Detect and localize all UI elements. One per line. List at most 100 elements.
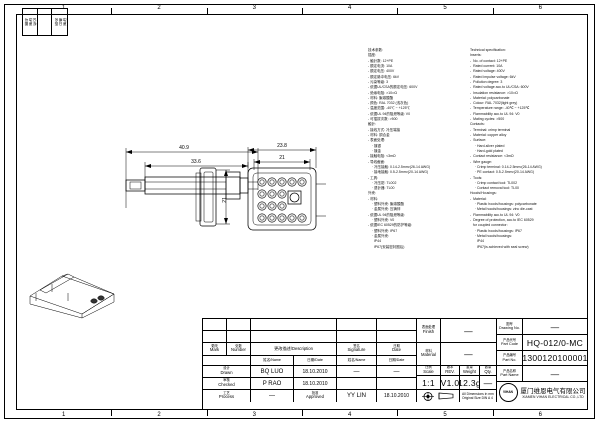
specification-english: Technical specification: Inserts: - No. … bbox=[470, 48, 542, 249]
part-no-value-text: 1300120100001 bbox=[523, 353, 587, 363]
part-code-en: Part Code bbox=[500, 342, 519, 347]
row-approved-role: 批准 Approved bbox=[294, 390, 337, 402]
rev-header-en: REV. bbox=[445, 368, 455, 374]
rev-num-blank-2 bbox=[227, 331, 251, 343]
drawing-no-label: 图号 Drawing No. bbox=[497, 319, 523, 335]
scale-value-text: 1:1 bbox=[422, 377, 435, 388]
rev-header-cn: 版本 bbox=[446, 366, 454, 370]
zone-number-bottom-4: 4 bbox=[347, 412, 352, 418]
approved-name-value: YY LIN bbox=[347, 393, 366, 399]
corner-cell-0-label: 图号 更改 标记 bbox=[23, 18, 36, 26]
rev-date-cn: 日期 bbox=[393, 343, 400, 348]
pin-bore bbox=[269, 203, 275, 209]
rev-date-header: 日期 Date bbox=[377, 343, 417, 356]
approved-blank-date bbox=[377, 378, 417, 390]
row-drawn-role-cn: 设计 bbox=[223, 366, 230, 371]
part-name-cn: 产品名称 bbox=[502, 368, 517, 373]
qty-header-en: Qty. bbox=[484, 368, 492, 374]
row-checked-role: 审核 Checked bbox=[203, 378, 251, 390]
zone-number-bottom-1: 1 bbox=[61, 412, 66, 418]
pin-bore bbox=[259, 203, 265, 209]
rev-desc-blank-1 bbox=[251, 319, 337, 331]
finish-label-cn: 表面处理 bbox=[421, 325, 436, 330]
zone-tick bbox=[111, 8, 113, 14]
dim-21-width: 21 bbox=[279, 155, 285, 161]
row-drawn-role: 设计 Drawn bbox=[203, 366, 251, 378]
zone-number-bottom-2: 2 bbox=[157, 412, 161, 418]
row-drawn-date-value: 18.10.2010 bbox=[302, 368, 328, 375]
finish-label-en: Finish bbox=[422, 328, 435, 334]
pin-bore bbox=[259, 191, 265, 197]
company-logo-icon: VIHAN bbox=[498, 382, 518, 402]
corner-cell-1 bbox=[38, 9, 53, 35]
dimension-notes: All Dimensions in mm Original Size DIN A… bbox=[460, 390, 497, 402]
part-code-cn: 产品代号 bbox=[502, 337, 517, 342]
dimension-notes-text: All Dimensions in mm Original Size DIN A… bbox=[462, 391, 494, 400]
weight-header-en: Weight bbox=[463, 368, 476, 374]
rev-description-label: 更改描述/Description bbox=[274, 345, 313, 351]
approved-blank-name bbox=[337, 378, 377, 390]
first-angle-projection-icon bbox=[422, 391, 434, 401]
zone-tick bbox=[492, 410, 494, 416]
dim-23-8: 23.8 bbox=[277, 143, 287, 149]
material-value-text: — bbox=[464, 349, 473, 359]
side-view: 40.9 33.6 bbox=[108, 130, 259, 240]
projection-cone-icon bbox=[438, 392, 454, 400]
drawing-no-en: Drawing No. bbox=[499, 326, 520, 331]
rev-signature-header: 签名 Signature bbox=[337, 343, 377, 356]
pin-bore bbox=[259, 179, 265, 185]
pin-bore bbox=[259, 215, 265, 221]
company-name-cn: 厦门维恩电气有限公司 bbox=[520, 388, 586, 395]
row-approved-date: 18.10.2010 bbox=[377, 390, 417, 402]
zone-tick bbox=[397, 410, 399, 416]
zone-number-bottom-5: 5 bbox=[443, 412, 447, 418]
material-value: — bbox=[441, 343, 497, 366]
row-checked-role-cn: 审核 bbox=[223, 378, 230, 383]
weight-header: 重量 Weight bbox=[460, 366, 480, 376]
projection-symbol-cell bbox=[417, 390, 460, 402]
weight-header-cn: 重量 bbox=[466, 366, 473, 370]
rev-signature-cn: 签名 bbox=[353, 343, 360, 348]
zone-number-top-3: 3 bbox=[252, 5, 256, 11]
rev-number-cn: 处数 bbox=[235, 343, 242, 348]
pin-bore bbox=[299, 215, 305, 221]
rev-mark-blank-1 bbox=[203, 319, 227, 331]
row-checked-name-value: P RAO bbox=[262, 380, 282, 387]
material-label: 材料 Material bbox=[417, 343, 441, 366]
zone-tick bbox=[206, 8, 208, 14]
scale-value: 1:1 bbox=[417, 376, 441, 390]
part-code-label: 产品代号 Part Code bbox=[497, 335, 523, 351]
finish-label: 表面处理 Finish bbox=[417, 319, 441, 343]
material-label-cn: 材料 bbox=[425, 348, 432, 353]
row-drawn-name: BQ LUO bbox=[251, 366, 294, 378]
rev-date-en: Date bbox=[392, 347, 401, 353]
corner-cell-2: 签名 日期 更改 bbox=[52, 9, 67, 35]
rev-num-blank-1 bbox=[227, 319, 251, 331]
row-drawn-role-en: Drawn bbox=[220, 369, 233, 375]
qty-value: — bbox=[480, 376, 497, 390]
dim-21-height: 21 bbox=[222, 197, 228, 203]
rev-value-text: V1.0 bbox=[441, 377, 460, 388]
qty-header: 数量 Qty. bbox=[480, 366, 497, 376]
role-col-header bbox=[203, 356, 251, 366]
approved-role-en: Approved bbox=[306, 394, 324, 400]
weight-value: 12.3g bbox=[460, 376, 480, 390]
rev-mark-cn: 更改 bbox=[211, 343, 218, 348]
part-code-value: HQ-012/0-MC bbox=[523, 335, 587, 351]
stand-name-value-cell: — bbox=[337, 366, 377, 378]
company-name-en: XIAMEN VIHAN ELECTRICAL CO.,LTD bbox=[522, 395, 584, 399]
pin-bore bbox=[279, 203, 285, 209]
zone-number-bottom-3: 3 bbox=[252, 412, 256, 418]
scale-header-cn: 比例 bbox=[425, 366, 432, 370]
pin-bore bbox=[269, 179, 275, 185]
dim-33-6: 33.6 bbox=[191, 159, 201, 165]
approved-role-cn: 批准 bbox=[311, 390, 319, 395]
scale-header: 比例 Scale bbox=[417, 366, 441, 376]
zone-number-bottom-6: 6 bbox=[538, 412, 542, 418]
specification-chinese: 技术参数: 插座: - 触针数: 12+PE - 额定电流: 10A - 额定电… bbox=[368, 48, 431, 249]
pin-bore bbox=[299, 179, 305, 185]
approved-date-value: 18.10.2010 bbox=[383, 393, 410, 399]
stand-name-label: 姓名/Name bbox=[347, 358, 366, 363]
part-name-en: Part Name bbox=[500, 373, 519, 378]
row-process-name-value: — bbox=[269, 393, 275, 399]
